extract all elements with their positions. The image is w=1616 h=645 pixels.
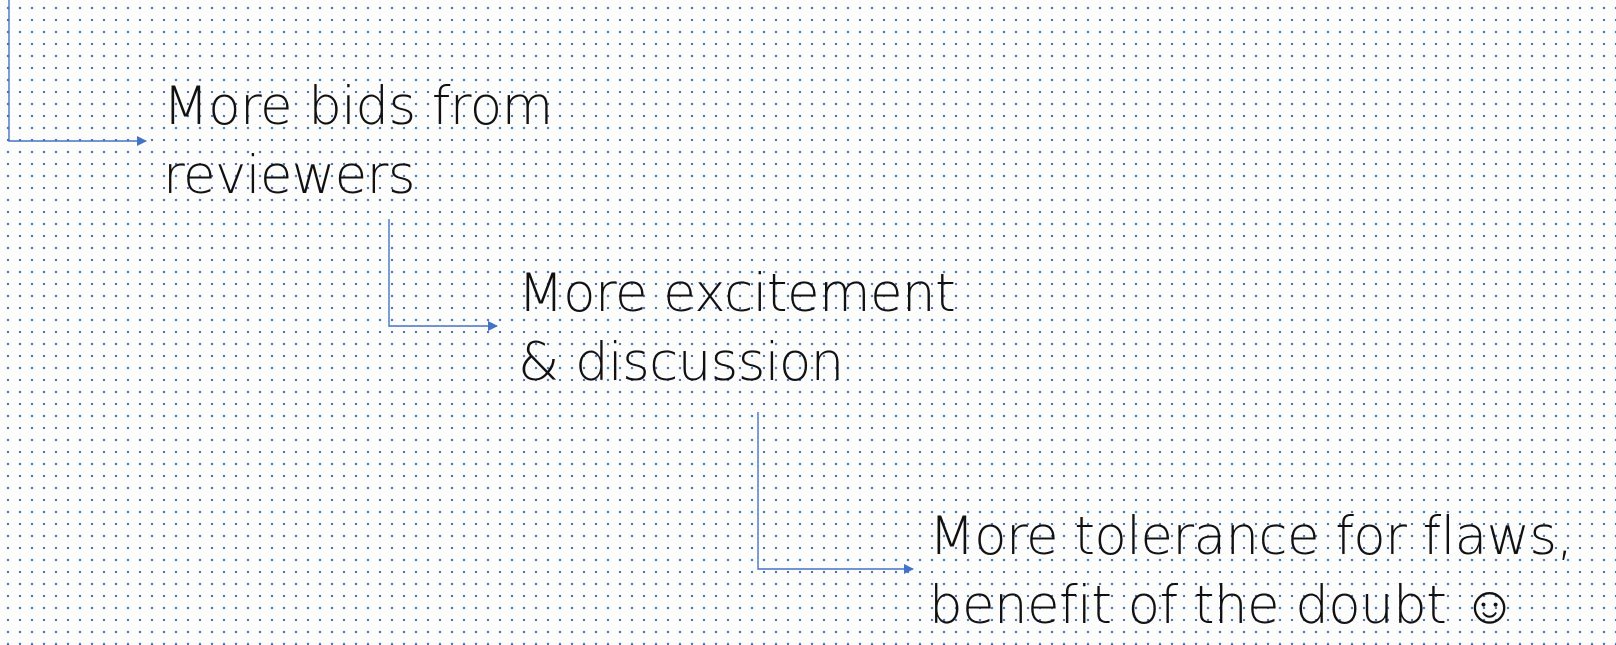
connector-arrow-into-step-1 <box>8 0 147 146</box>
step-more-tolerance: More tolerance for flaws, benefit of the… <box>929 502 1573 640</box>
step-more-bids: More bids from reviewers <box>163 72 553 210</box>
step-line: benefit of the doubt ☺ <box>929 575 1517 636</box>
step-line: More tolerance for flaws, <box>929 506 1573 567</box>
step-line: & discussion <box>518 332 844 393</box>
step-line: reviewers <box>163 145 415 206</box>
step-line: More excitement <box>518 263 956 324</box>
connector-arrow-step-2-to-step-3 <box>757 412 914 574</box>
connector-arrow-step-1-to-step-2 <box>388 219 498 331</box>
step-line: More bids from <box>163 76 553 137</box>
step-more-excitement: More excitement & discussion <box>518 259 956 397</box>
